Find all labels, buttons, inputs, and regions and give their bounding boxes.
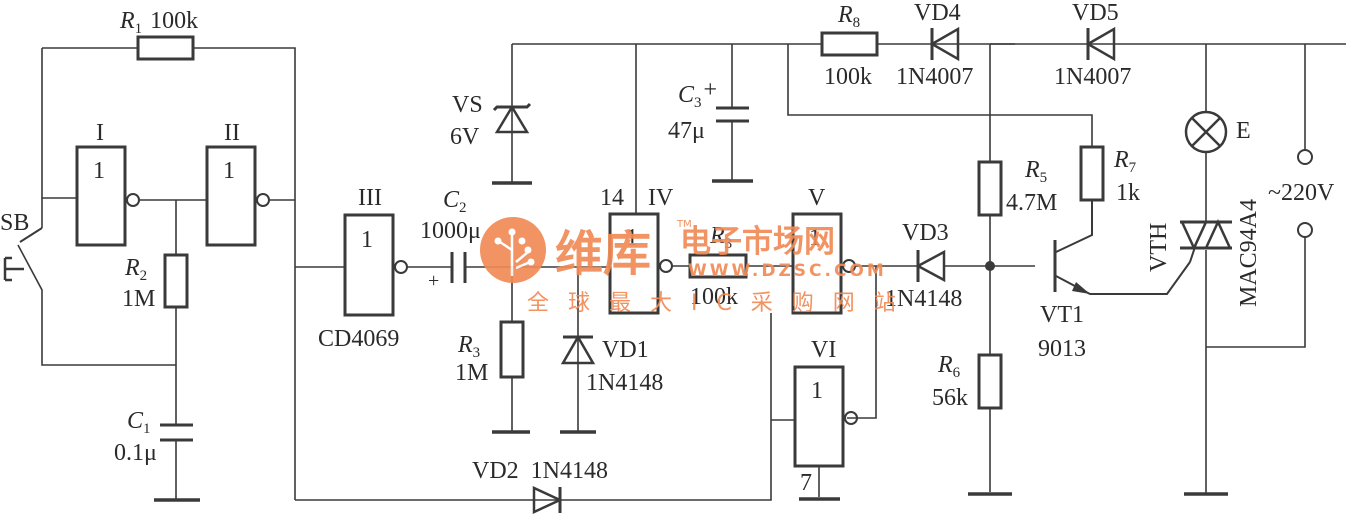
r7-supply-wire (787, 44, 1093, 148)
r1-feedback-wire (41, 47, 296, 500)
gate-vi: 1 VI (793, 337, 858, 468)
resistor-r5 (977, 160, 1003, 217)
svg-text:1: 1 (809, 225, 821, 251)
r5-label: R5 (1024, 157, 1047, 186)
sb-label: SB (0, 210, 29, 236)
svg-text:II: II (224, 120, 240, 146)
svg-text:VI: VI (811, 337, 836, 363)
c2-value: 1000μ (420, 218, 481, 244)
c2-plus: + (428, 270, 439, 292)
transistor-vt1 (1053, 200, 1191, 295)
resistor-r1 (136, 35, 195, 61)
svg-text:I: I (96, 120, 104, 146)
vd1-label: VD1 (602, 337, 649, 363)
vt1-label: VT1 (1040, 302, 1084, 328)
vd3-value: 1N4148 (885, 286, 962, 312)
vd5-value: 1N4007 (1054, 64, 1131, 90)
diode-vd2 (532, 486, 563, 514)
svg-text:1: 1 (361, 227, 373, 253)
watermark-tm: TM (676, 219, 692, 230)
watermark-logo-icon (480, 217, 546, 283)
svg-text:14: 14 (600, 185, 624, 211)
watermark-tagline-bottom: 全 球 最 大 I C 采 购 网 站 (527, 291, 902, 316)
r7-value: 1k (1116, 180, 1140, 206)
vd1-value: 1N4148 (586, 370, 663, 396)
gate-iv: 1 IV 14 (600, 185, 674, 315)
resistor-r3-1m (499, 320, 525, 379)
resistor-r3-100k (688, 253, 748, 279)
svg-text:1: 1 (626, 225, 638, 251)
capacitor-c3 (716, 106, 749, 123)
r6-label: R6 (937, 352, 961, 381)
r2-label: R2 (124, 255, 147, 284)
c3-label: C3+ (678, 77, 717, 111)
watermark: 维库 TM 电子市场网 WWW.DZSC.COM 全 球 最 大 I C 采 购… (480, 217, 902, 316)
watermark-brand: 维库 (555, 226, 651, 282)
r2-value: 1M (122, 286, 155, 312)
lamp-label: E (1236, 118, 1251, 144)
diode-vd4 (929, 26, 960, 62)
gate-i: 1 I (75, 120, 140, 247)
junction-dot (985, 261, 995, 271)
c1-value: 0.1μ (114, 440, 157, 466)
gate-ii: 1 II (205, 120, 270, 247)
r6-value: 56k (932, 385, 968, 411)
switch-sb (3, 227, 176, 366)
gate-v: 1 V (791, 185, 856, 315)
r3a-value: 1M (455, 360, 488, 386)
resistor-r7 (1079, 145, 1105, 202)
svg-text:1: 1 (93, 158, 105, 184)
resistor-r8 (820, 31, 879, 57)
lamp-e (1184, 110, 1228, 154)
vth-value: MAC94A4 (1236, 199, 1262, 307)
r8-value: 100k (824, 64, 872, 90)
svg-text:IV: IV (648, 185, 674, 211)
c2-label: C2 (443, 187, 467, 216)
c3-value: 47μ (668, 118, 705, 144)
zener-vs (492, 102, 532, 134)
pin7-label: 7 (800, 470, 812, 496)
vd4-label: VD4 (914, 0, 961, 26)
terminal-top (1297, 149, 1313, 165)
vt1-value: 9013 (1038, 336, 1086, 362)
capacitor-c1 (160, 423, 193, 442)
resistor-r6 (977, 353, 1003, 410)
vd3-label: VD3 (902, 220, 949, 246)
watermark-url: WWW.DZSC.COM (688, 261, 887, 281)
vs-label: VS (452, 92, 483, 118)
supply-wire (1206, 44, 1306, 348)
vth-label: VTH (1146, 223, 1172, 272)
r7-label: R7 (1113, 147, 1137, 176)
svg-text:III: III (358, 185, 382, 211)
r3b-value: 100k (690, 284, 738, 310)
gate-vi-output-wire (847, 266, 877, 419)
svg-text:1: 1 (811, 378, 823, 404)
triac-vth (1180, 219, 1232, 263)
vd4-value: 1N4007 (896, 64, 973, 90)
gate-i-output-wire (139, 199, 207, 255)
vd5-label: VD5 (1072, 0, 1119, 26)
r3b-label: R3 (709, 223, 732, 252)
diode-vd1 (560, 334, 596, 365)
r3a-label: R3 (457, 332, 480, 361)
vd2-wire (295, 313, 772, 501)
resistor-r2 (163, 253, 189, 309)
diode-vd5 (1085, 26, 1116, 62)
svg-text:V: V (808, 185, 826, 211)
watermark-tagline-top: 电子市场网 (680, 224, 835, 260)
r5-value: 4.7M (1006, 190, 1057, 216)
terminal-bottom (1297, 222, 1313, 238)
cd4069-label: CD4069 (318, 326, 399, 352)
r8-label: R8 (837, 2, 860, 31)
supply-label: ~220V (1268, 180, 1335, 206)
gate-iii: 1 III (343, 185, 408, 317)
vs-value: 6V (450, 124, 480, 150)
diode-vd3 (915, 249, 946, 283)
capacitor-c2 (450, 252, 467, 283)
c1-label: C1 (127, 408, 151, 437)
svg-text:1: 1 (223, 158, 235, 184)
